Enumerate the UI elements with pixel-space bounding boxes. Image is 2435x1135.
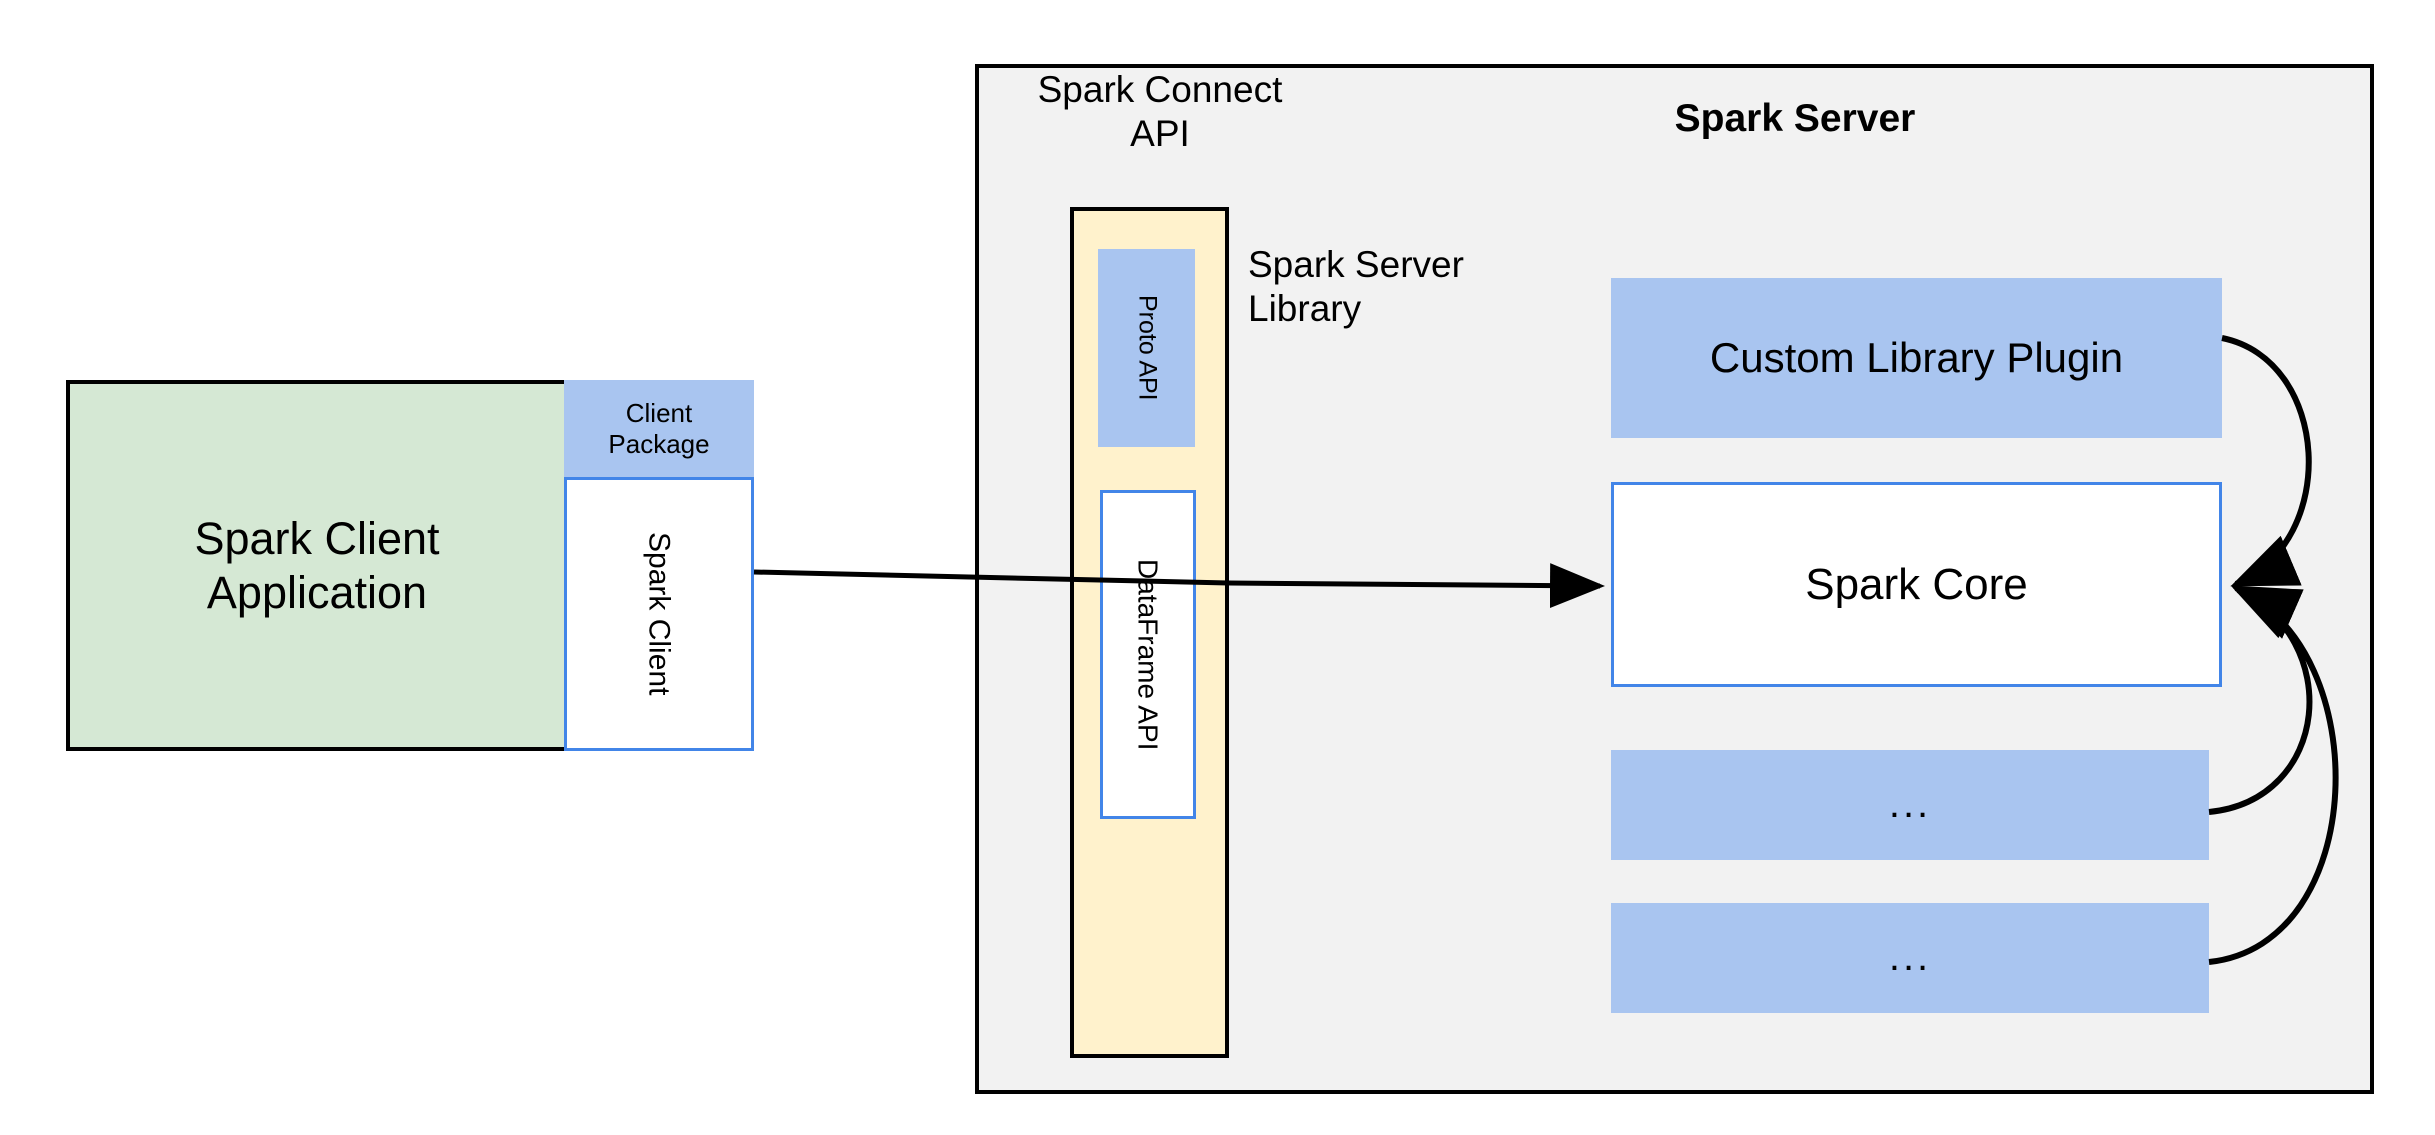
spark-client-box[interactable]: Spark Client [564, 477, 754, 751]
client-package-label: Client Package [608, 397, 710, 459]
spark-connect-api-label: Spark Connect API [1037, 69, 1283, 154]
spark-core-label: Spark Core [1805, 559, 2028, 609]
spark-core-box[interactable]: Spark Core [1611, 482, 2222, 687]
custom-library-plugin-box[interactable]: Custom Library Plugin [1611, 278, 2222, 438]
spark-client-label: Spark Client [642, 532, 676, 696]
dataframe-api-box[interactable]: DataFrame API [1100, 490, 1196, 819]
dataframe-api-label: DataFrame API [1132, 558, 1164, 751]
custom-library-plugin-label: Custom Library Plugin [1709, 334, 2124, 382]
spark-server-title: Spark Server [1674, 97, 1916, 140]
ellipsis-box-2[interactable]: ... [1611, 903, 2209, 1013]
proto-api-label: Proto API [1133, 295, 1162, 401]
spark-client-application-label: Spark Client Application [194, 513, 440, 618]
spark-client-application-box[interactable]: Spark Client Application [66, 380, 572, 751]
ellipsis-label-2: ... [1888, 935, 1932, 980]
ellipsis-box-1[interactable]: ... [1611, 750, 2209, 860]
client-package-box[interactable]: Client Package [564, 380, 754, 477]
spark-server-library-label: Spark Server Library [1248, 244, 1464, 329]
ellipsis-label-1: ... [1888, 782, 1932, 827]
proto-api-box[interactable]: Proto API [1098, 249, 1195, 447]
